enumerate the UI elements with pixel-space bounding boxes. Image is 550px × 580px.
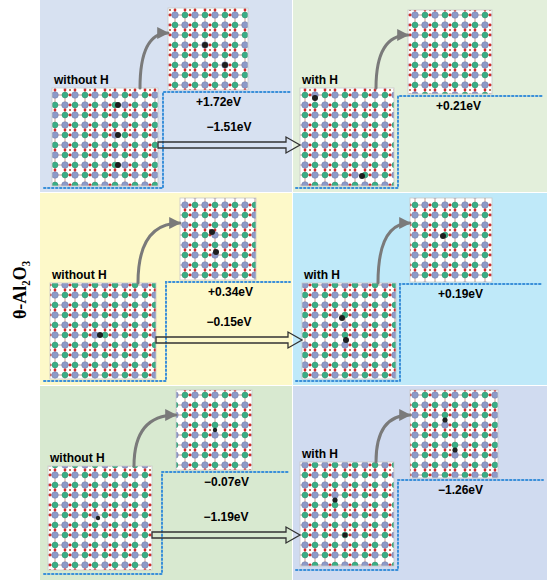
energy-change: −0.15eV	[206, 315, 251, 329]
crystal-structure: with H	[300, 88, 394, 186]
crystal-structure: −0.07eV	[176, 390, 252, 470]
energy-value: −1.26eV	[438, 483, 483, 497]
energy-value: +0.21eV	[436, 99, 481, 113]
state-label: with H	[304, 268, 340, 282]
crystal-structure: with H	[300, 462, 394, 566]
state-label: with H	[302, 447, 338, 461]
crystal-structure: without H	[50, 283, 156, 379]
crystal-structure: without H	[48, 466, 152, 570]
energy-value: −0.07eV	[204, 475, 249, 489]
energy-arrow	[158, 137, 300, 153]
transition-arrow	[138, 223, 180, 283]
compound-label: θ-Al₂O₃	[9, 245, 31, 335]
transition-arrow	[140, 33, 168, 88]
state-label: without H	[54, 73, 109, 87]
energy-value: +0.34eV	[208, 285, 253, 299]
crystal-structure: +1.72eV	[168, 8, 248, 90]
energy-arrow	[152, 527, 300, 543]
crystal-structure: without H	[52, 88, 158, 186]
state-label: without H	[52, 268, 107, 282]
crystal-structure: +0.19eV	[410, 198, 492, 282]
energy-value: +0.19eV	[438, 287, 483, 301]
energy-change: −1.51eV	[206, 120, 251, 134]
state-label: with H	[302, 73, 338, 87]
energy-change: −1.19eV	[203, 510, 248, 524]
transition-arrow	[376, 415, 410, 462]
transition-arrow	[376, 35, 408, 88]
energy-value: +1.72eV	[196, 95, 241, 109]
state-label: without H	[50, 451, 105, 465]
transition-arrow	[378, 223, 410, 283]
transition-arrow	[134, 415, 176, 466]
crystal-structure: +0.21eV	[408, 10, 492, 94]
energy-arrow	[156, 332, 302, 348]
crystal-structure: with H	[302, 283, 396, 379]
crystal-structure: −1.26eV	[410, 390, 498, 478]
crystal-structure: +0.34eV	[180, 198, 256, 280]
